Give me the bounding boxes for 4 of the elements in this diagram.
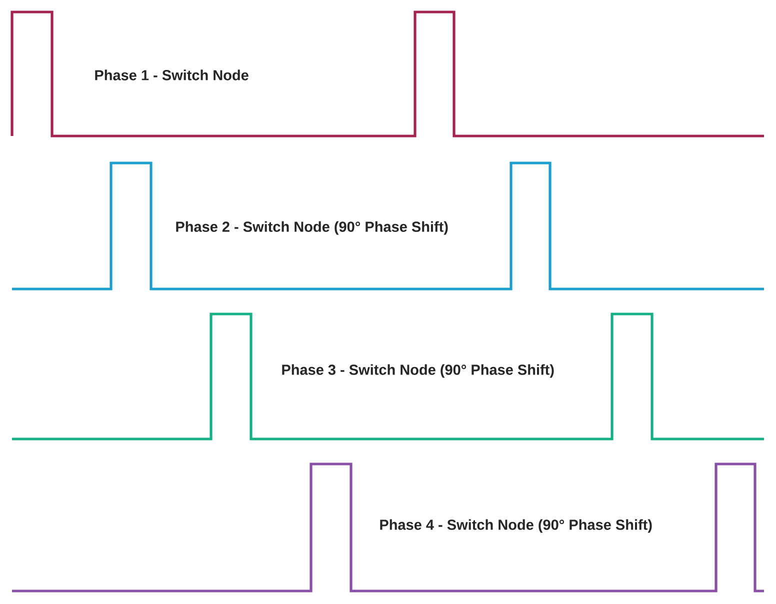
waveform-label: Phase 2 - Switch Node (90° Phase Shift) <box>176 221 448 235</box>
waveform-label: Phase 4 - Switch Node (90° Phase Shift) <box>380 519 652 533</box>
waveform-label: Phase 1 - Switch Node <box>95 70 248 80</box>
waveform-label: Phase 3 - Switch Node (90° Phase Shift) <box>282 364 554 378</box>
